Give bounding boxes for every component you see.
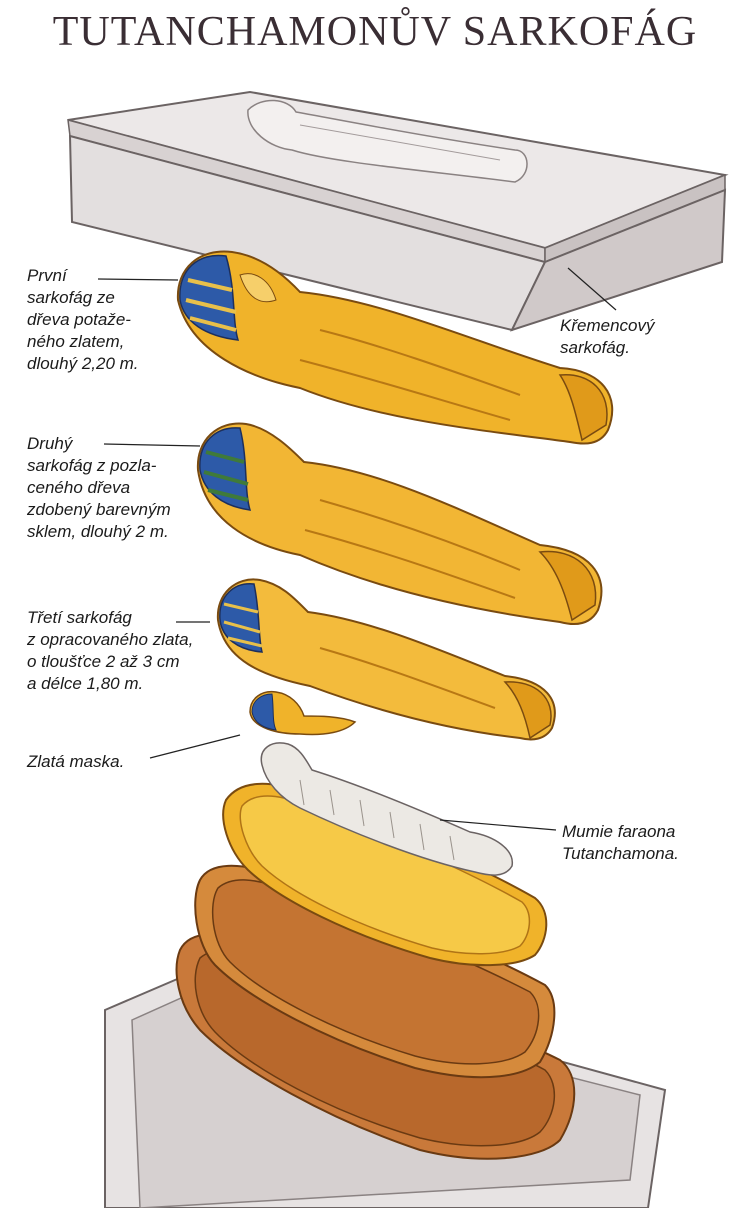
label-mummy: Mumie faraona Tutanchamona. [562,822,679,863]
gold-mask [249,690,357,736]
leader-lines [97,267,617,831]
first-coffin [176,250,614,445]
label-quartzite-sarcophagus: Křemencový sarkofág. [560,316,655,357]
open-coffin-bases [175,782,576,1160]
label-gold-mask: Zlatá maska. [27,752,125,771]
quartzite-sarcophagus-lid [67,90,729,332]
third-coffin [216,578,556,741]
label-second-coffin: Druhý sarkofág z pozla- ceného dřeva zdo… [27,434,171,541]
mummy [260,742,513,876]
label-first-coffin: První sarkofág ze dřeva potaže- ného zla… [27,266,139,373]
page-title: TUTANCHAMONŮV SARKOFÁG [52,9,698,55]
second-coffin [196,422,603,625]
label-third-coffin: Třetí sarkofág z opracovaného zlata, o t… [27,608,194,693]
